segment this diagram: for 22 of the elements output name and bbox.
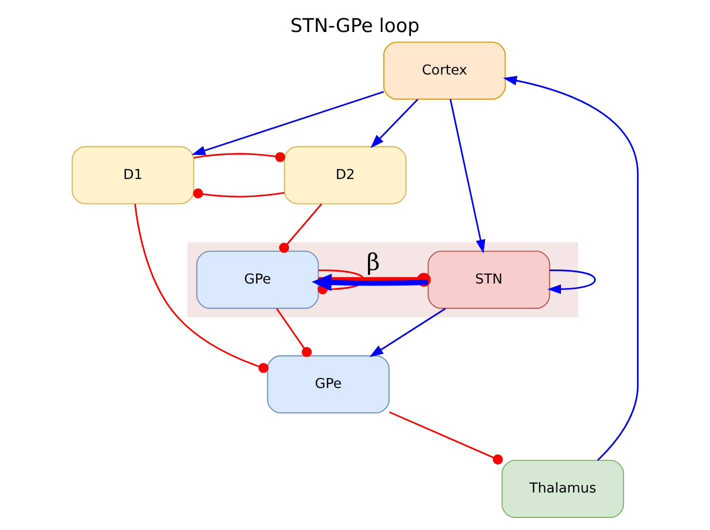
connector (193, 188, 284, 198)
node-box: GPe (196, 250, 319, 309)
node-box: Thalamus (502, 460, 624, 518)
connector (389, 411, 503, 464)
connector (194, 152, 286, 162)
arrow (503, 76, 639, 461)
arrow (312, 274, 428, 292)
connector (134, 204, 268, 373)
edge-label: β (366, 248, 380, 276)
diagram-title: STN-GPe loop (290, 15, 420, 38)
arrow (370, 98, 418, 148)
node-box: GPe (267, 355, 390, 414)
arrow (192, 90, 384, 156)
node-box: D2 (284, 146, 406, 204)
node-box: D1 (72, 146, 194, 204)
connector (276, 308, 312, 358)
connector (279, 204, 322, 253)
node-box: STN (428, 250, 550, 309)
node-box: Cortex (383, 42, 506, 100)
arrow (450, 99, 486, 254)
arrow (370, 308, 446, 358)
arrow (547, 270, 596, 294)
